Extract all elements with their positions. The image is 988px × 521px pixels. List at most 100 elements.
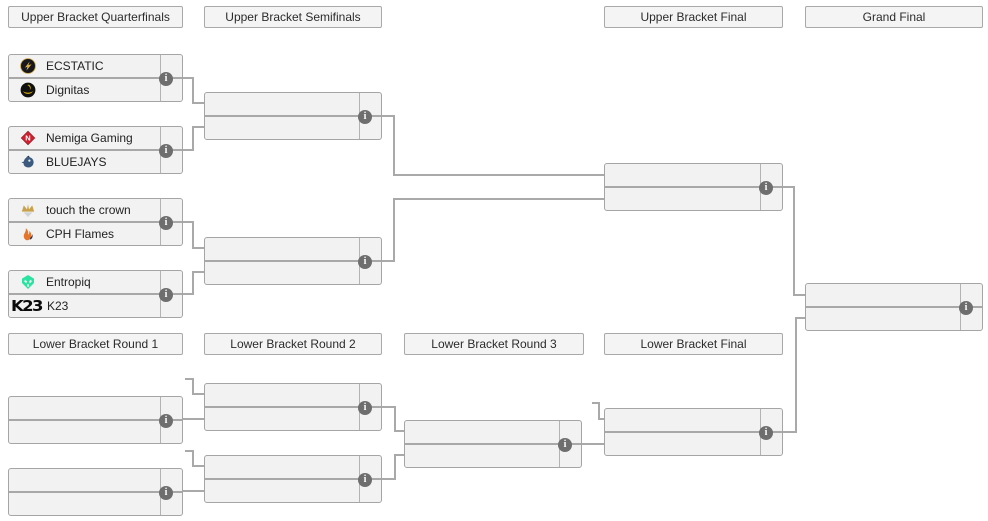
round-header-upper-quarterfinals: Upper Bracket Quarterfinals [8, 6, 183, 28]
bracket-connector [182, 221, 194, 223]
team-row-tbd [205, 480, 381, 502]
team-row-tbd [205, 93, 381, 115]
team-row-tbd [605, 433, 782, 455]
info-icon[interactable]: i [358, 401, 372, 415]
info-icon[interactable]: i [159, 72, 173, 86]
round-header-lower-round-2: Lower Bracket Round 2 [204, 333, 382, 355]
info-icon[interactable]: i [159, 288, 173, 302]
bracket-connector [381, 260, 394, 262]
bracket-connector [394, 454, 404, 456]
team-row-nemiga[interactable]: N Nemiga Gaming [9, 127, 182, 149]
score-cell [359, 384, 381, 406]
team-row-tbd [9, 469, 182, 491]
match-divider [205, 115, 381, 117]
match-divider [205, 260, 381, 262]
match-ub-semifinal-1: i [204, 92, 382, 140]
match-lb-round1-1: i [8, 396, 183, 444]
bracket-connector [598, 418, 604, 420]
score-cell [160, 223, 182, 245]
team-row-cph-flames[interactable]: CPH Flames [9, 223, 182, 245]
match-lb-round1-2: i [8, 468, 183, 516]
info-icon[interactable]: i [159, 486, 173, 500]
bracket-connector [192, 126, 194, 151]
score-cell [160, 397, 182, 419]
bracket-connector [192, 271, 204, 273]
info-icon[interactable]: i [759, 426, 773, 440]
bracket-connector [182, 77, 194, 79]
match-lb-final: i [604, 408, 783, 456]
info-icon[interactable]: i [358, 110, 372, 124]
ecstatic-logo-icon [20, 58, 36, 74]
score-cell [760, 409, 782, 431]
round-header-lower-round-1: Lower Bracket Round 1 [8, 333, 183, 355]
score-cell [160, 79, 182, 101]
info-icon[interactable]: i [558, 438, 572, 452]
match-divider [806, 306, 982, 308]
bracket-connector [192, 247, 204, 249]
bracket-connector [185, 378, 194, 380]
team-name: Nemiga Gaming [46, 131, 133, 145]
match-grand-final: i [805, 283, 983, 331]
info-icon[interactable]: i [159, 414, 173, 428]
match-divider [605, 186, 782, 188]
team-row-tbd [405, 445, 581, 467]
score-cell [160, 199, 182, 221]
match-ub-semifinal-2: i [204, 237, 382, 285]
score-cell [160, 469, 182, 491]
score-cell [359, 480, 381, 502]
team-row-tbd [605, 164, 782, 186]
team-row-touch-the-crown[interactable]: touch the crown [9, 199, 182, 221]
bracket-connector [192, 221, 194, 249]
match-divider [605, 431, 782, 433]
team-row-bluejays[interactable]: BLUEJAYS [9, 151, 182, 173]
match-lb-round2-1: i [204, 383, 382, 431]
bracket-connector [394, 454, 396, 480]
bracket-connector [394, 430, 404, 432]
score-cell [559, 421, 581, 443]
bracket-connector [795, 317, 797, 433]
score-cell [160, 421, 182, 443]
bracket-connector [795, 317, 805, 319]
bracket-connector [581, 443, 604, 445]
bracket-connector [781, 186, 795, 188]
team-row-entropiq[interactable]: Entropiq [9, 271, 182, 293]
bracket-connector [793, 294, 805, 296]
team-row-dignitas[interactable]: Dignitas [9, 79, 182, 101]
info-icon[interactable]: i [759, 181, 773, 195]
info-icon[interactable]: i [358, 255, 372, 269]
nemiga-logo-icon: N [20, 130, 36, 146]
match-divider [9, 293, 182, 295]
match-ub-quarterfinal-3: touch the crown CPH Flames i [8, 198, 183, 246]
round-header-lower-round-3: Lower Bracket Round 3 [404, 333, 584, 355]
bracket-connector [192, 102, 204, 104]
info-icon[interactable]: i [159, 144, 173, 158]
team-name: Entropiq [46, 275, 91, 289]
team-row-tbd [806, 308, 982, 330]
info-icon[interactable]: i [358, 473, 372, 487]
k23-logo-icon: K23 [11, 297, 43, 315]
info-icon[interactable]: i [959, 301, 973, 315]
bracket-connector [183, 490, 204, 492]
team-row-tbd [9, 397, 182, 419]
bracket-connector [192, 465, 204, 467]
team-row-tbd [205, 117, 381, 139]
round-header-grand-final: Grand Final [805, 6, 983, 28]
bracket-connector [192, 450, 194, 467]
touch-the-crown-logo-icon [20, 202, 36, 218]
info-icon[interactable]: i [159, 216, 173, 230]
bracket-connector [192, 393, 204, 395]
team-name: BLUEJAYS [46, 155, 107, 169]
score-cell [160, 55, 182, 77]
bracket-connector [394, 406, 396, 432]
dignitas-logo-icon [20, 82, 36, 98]
team-row-tbd [405, 421, 581, 443]
bracket-connector [192, 77, 194, 104]
team-row-tbd [205, 456, 381, 478]
team-row-ecstatic[interactable]: ECSTATIC [9, 55, 182, 77]
score-cell [160, 271, 182, 293]
team-row-k23[interactable]: K23 K23 [9, 295, 182, 317]
score-cell [359, 456, 381, 478]
match-ub-quarterfinal-2: N Nemiga Gaming BLUEJAYS i [8, 126, 183, 174]
team-row-tbd [205, 262, 381, 284]
